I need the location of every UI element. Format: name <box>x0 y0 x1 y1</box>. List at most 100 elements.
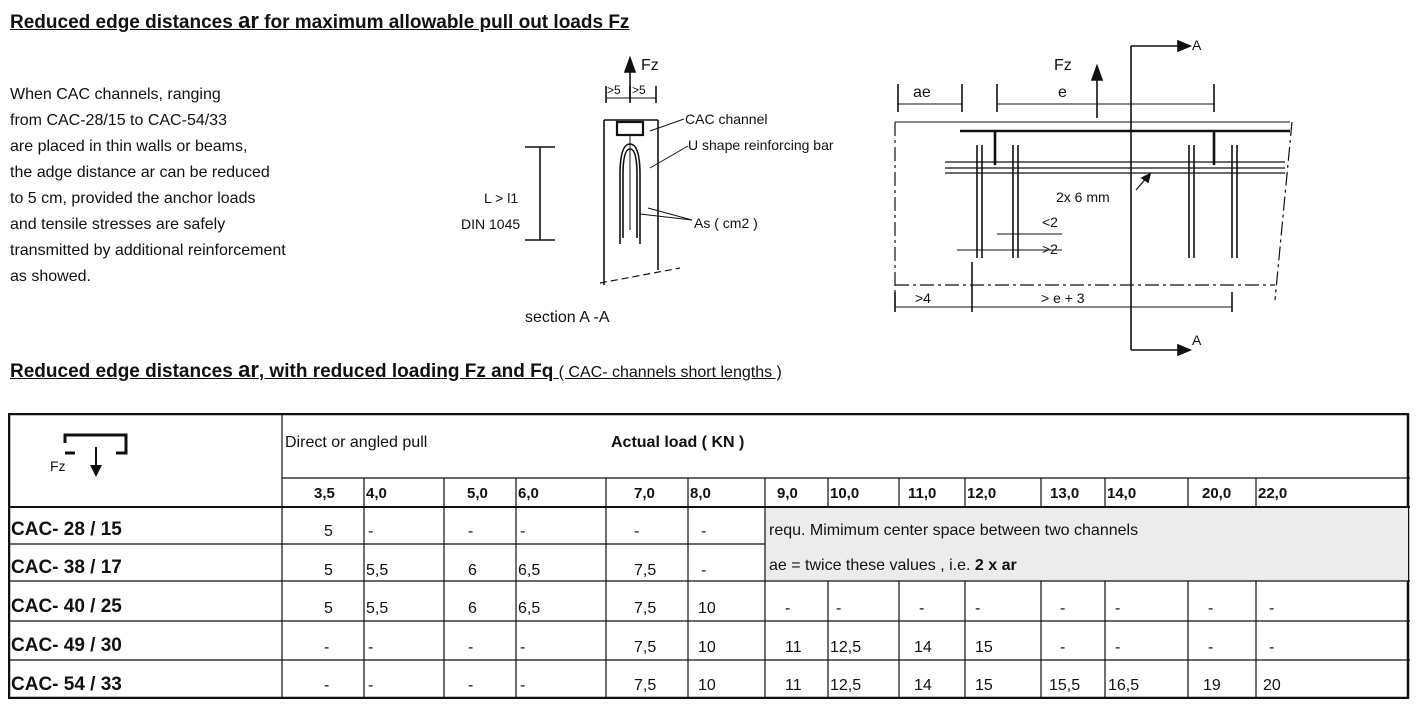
plan-drawing <box>894 39 1293 357</box>
spacing-note: requ. Mimimum center space between two c… <box>769 522 1139 539</box>
as-label: As ( cm2 ) <box>694 215 758 231</box>
table-cell: - <box>468 523 474 540</box>
table-cell: - <box>1269 639 1275 656</box>
table-cell: 6 <box>468 562 477 579</box>
load-header: 6,0 <box>518 485 539 502</box>
table-cell: 15 <box>975 677 993 694</box>
intro-line: transmitted by additional reinforcement <box>10 242 286 259</box>
table-cell: 5,5 <box>366 600 389 617</box>
table-cell: - <box>368 639 374 656</box>
table-cell: - <box>1269 600 1275 617</box>
table-cell: 16,5 <box>1108 677 1140 694</box>
dim-label: >5 <box>632 83 646 97</box>
gt2-label: >2 <box>1042 241 1058 257</box>
table-cell: 7,5 <box>634 562 657 579</box>
table-grid <box>8 413 1410 699</box>
load-header: 9,0 <box>777 485 798 502</box>
table-cell: 5 <box>324 600 333 617</box>
table-cell: - <box>634 523 640 540</box>
row-label: CAC- 38 / 17 <box>11 557 122 578</box>
table-cell: - <box>701 523 707 540</box>
load-header: 11,0 <box>908 485 937 502</box>
din-label: DIN 1045 <box>461 216 521 232</box>
row-label: CAC- 49 / 30 <box>11 635 122 656</box>
table-cell: 11 <box>785 677 802 694</box>
intro-line: as showed. <box>10 268 91 285</box>
fz-label: Fz <box>641 57 659 74</box>
ae-label: ae <box>913 84 931 101</box>
section-drawing <box>525 55 693 285</box>
channel-pull-icon <box>63 433 128 477</box>
load-header: 12,0 <box>967 485 997 502</box>
fz-label: Fz <box>1054 57 1072 74</box>
table-cell: 7,5 <box>634 677 657 694</box>
table-cell: 10 <box>698 639 716 656</box>
load-header: 13,0 <box>1050 485 1080 502</box>
table-cell: - <box>1208 600 1214 617</box>
table-cell: 7,5 <box>634 639 657 656</box>
lt2-label: <2 <box>1042 214 1058 230</box>
load-header: 8,0 <box>690 485 711 502</box>
load-header: 5,0 <box>467 485 488 502</box>
table-cell: 15,5 <box>1049 677 1081 694</box>
intro-line: When CAC channels, ranging <box>10 86 221 103</box>
cac-channel-label: CAC channel <box>685 111 768 127</box>
intro-line: are placed in thin walls or beams, <box>10 138 248 155</box>
technical-drawings <box>525 39 1293 357</box>
row-label: CAC- 40 / 25 <box>11 596 122 617</box>
load-header: 10,0 <box>830 485 860 502</box>
table-cell: 12,5 <box>830 677 862 694</box>
actual-load-header: Actual load ( KN ) <box>611 434 745 451</box>
table-title: Reduced edge distances ar, with reduced … <box>10 357 782 382</box>
table-cell: 15 <box>975 639 993 656</box>
table-cell: 6,5 <box>518 600 541 617</box>
table-cell: 5 <box>324 523 333 540</box>
table-cell: - <box>785 600 791 617</box>
e-label: e <box>1058 84 1067 101</box>
table-cell: - <box>468 677 474 694</box>
section-a-label: A <box>1192 37 1202 53</box>
intro-line: to 5 cm, provided the anchor loads <box>10 190 256 207</box>
gt4-label: >4 <box>915 290 931 306</box>
table-cell: 14 <box>914 639 932 656</box>
table-cell: 6 <box>468 600 477 617</box>
section-caption: section A -A <box>525 309 610 326</box>
load-header: 14,0 <box>1107 485 1137 502</box>
table-cell: - <box>836 600 842 617</box>
row-label: CAC- 28 / 15 <box>11 519 122 540</box>
load-header: 7,0 <box>634 485 655 502</box>
intro-line: from CAC-28/15 to CAC-54/33 <box>10 112 227 129</box>
table-cell: - <box>368 677 374 694</box>
ge3-label: > e + 3 <box>1041 290 1085 306</box>
table-cell: 5,5 <box>366 562 389 579</box>
table-cell: 11 <box>785 639 802 656</box>
table-cell: - <box>520 523 526 540</box>
intro-paragraph: When CAC channels, ranging from CAC-28/1… <box>10 82 350 290</box>
load-header: 3,5 <box>314 485 335 502</box>
table-cell: - <box>1115 600 1121 617</box>
u-bar-label: U shape reinforcing bar <box>688 137 834 153</box>
table-cell: - <box>919 600 925 617</box>
intro-line: the adge distance ar can be reduced <box>10 164 270 181</box>
table-cell: - <box>1060 639 1066 656</box>
spacing-note: ae = twice these values , i.e. 2 x ar <box>769 557 1017 574</box>
fz-icon-label: Fz <box>50 458 66 474</box>
direct-pull-header: Direct or angled pull <box>285 434 428 451</box>
table-cell: 19 <box>1203 677 1221 694</box>
table-cell: 10 <box>698 677 716 694</box>
table-cell: 6,5 <box>518 562 541 579</box>
table-cell: - <box>324 639 330 656</box>
table-cell: - <box>1060 600 1066 617</box>
load-header: 22,0 <box>1258 485 1288 502</box>
table-cell: - <box>975 600 981 617</box>
intro-line: and tensile stresses are safely <box>10 216 226 233</box>
table-cell: - <box>1115 639 1121 656</box>
load-header: 4,0 <box>366 485 387 502</box>
length-label: L > l1 <box>484 190 519 206</box>
table-cell: - <box>1208 639 1214 656</box>
page-title: Reduced edge distances ar for maximum al… <box>10 8 630 33</box>
table-cell: - <box>368 523 374 540</box>
table-cell: 20 <box>1263 677 1281 694</box>
table-cell: - <box>520 677 526 694</box>
table-cell: 7,5 <box>634 600 657 617</box>
